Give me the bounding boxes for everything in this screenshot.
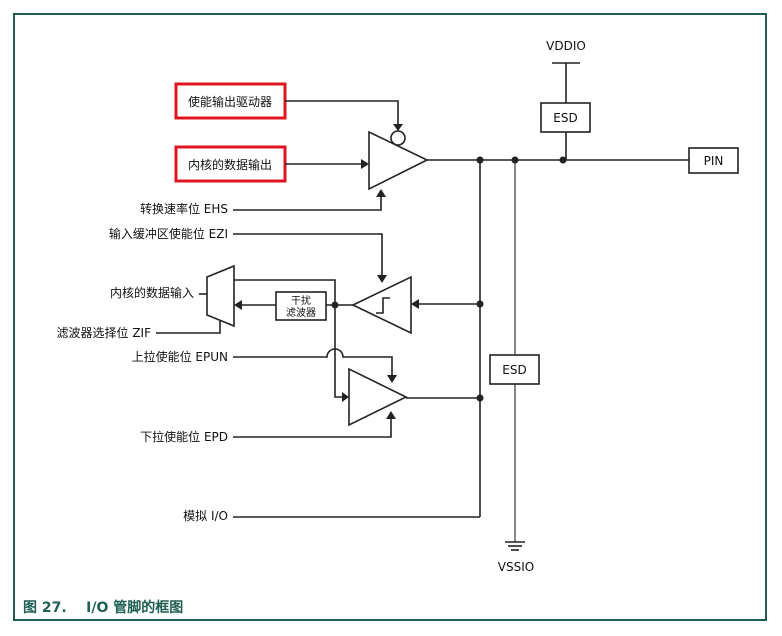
schmitt-symbol [376,297,390,314]
pulldown-epd-label: 下拉使能位 EPD [140,429,228,444]
glitch-filter-label-2: 滤波器 [286,306,316,319]
pull-buffer-input-wire [334,305,342,398]
esd-bottom-box [489,354,540,385]
core-data-input-label: 内核的数据输入 [110,285,194,300]
arrowhead [387,375,397,383]
arrowhead [393,124,403,131]
arrowhead [411,299,419,309]
arrowhead [377,275,387,283]
pullup-wire [233,348,393,376]
arrowhead [361,159,369,169]
enable-output-wire [285,100,399,125]
slew-rate-wire [233,196,382,211]
figure-caption: 图 27. I/O 管脚的框图 [23,600,184,616]
pullup-epun-label: 上拉使能位 EPUN [132,349,228,364]
vssio-label: VSSIO [498,560,534,574]
core-data-output-label: 内核的数据输出 [188,157,272,172]
enable-output-driver-label: 使能输出驱动器 [188,94,272,109]
input-enable-wire [233,233,383,276]
pin-box [688,147,739,174]
filter-bypass-wire [234,279,336,305]
arrowhead [376,189,386,197]
schmitt-input-buffer [351,275,412,335]
esd-top-label: ESD [553,111,577,125]
output-driver-buffer [368,130,429,191]
glitch-filter-box [275,291,327,321]
esd-bottom-label: ESD [502,363,526,377]
filter-select-wire [156,321,221,334]
esd-top-box [540,102,591,133]
slew-rate-ehs-label: 转换速率位 EHS [140,201,228,216]
analog-io-label: 模拟 I/O [183,509,228,523]
input-buffer-ezi-label: 输入缓冲区使能位 EZI [109,226,228,241]
pull-buffer [348,367,408,427]
output-enable-bubble [390,130,406,146]
filter-select-zif-label: 滤波器选择位 ZIF [57,325,152,340]
figure-frame [13,13,767,621]
glitch-filter-label-1: 干扰 [291,294,311,307]
vddio-label: VDDIO [546,39,586,53]
junction-dot [559,156,567,164]
pulldown-wire [233,418,392,438]
arrowhead [342,392,349,402]
filter-select-mux [206,264,235,328]
pin-label: PIN [704,154,724,168]
arrowhead [234,300,242,310]
arrowhead [386,411,396,419]
